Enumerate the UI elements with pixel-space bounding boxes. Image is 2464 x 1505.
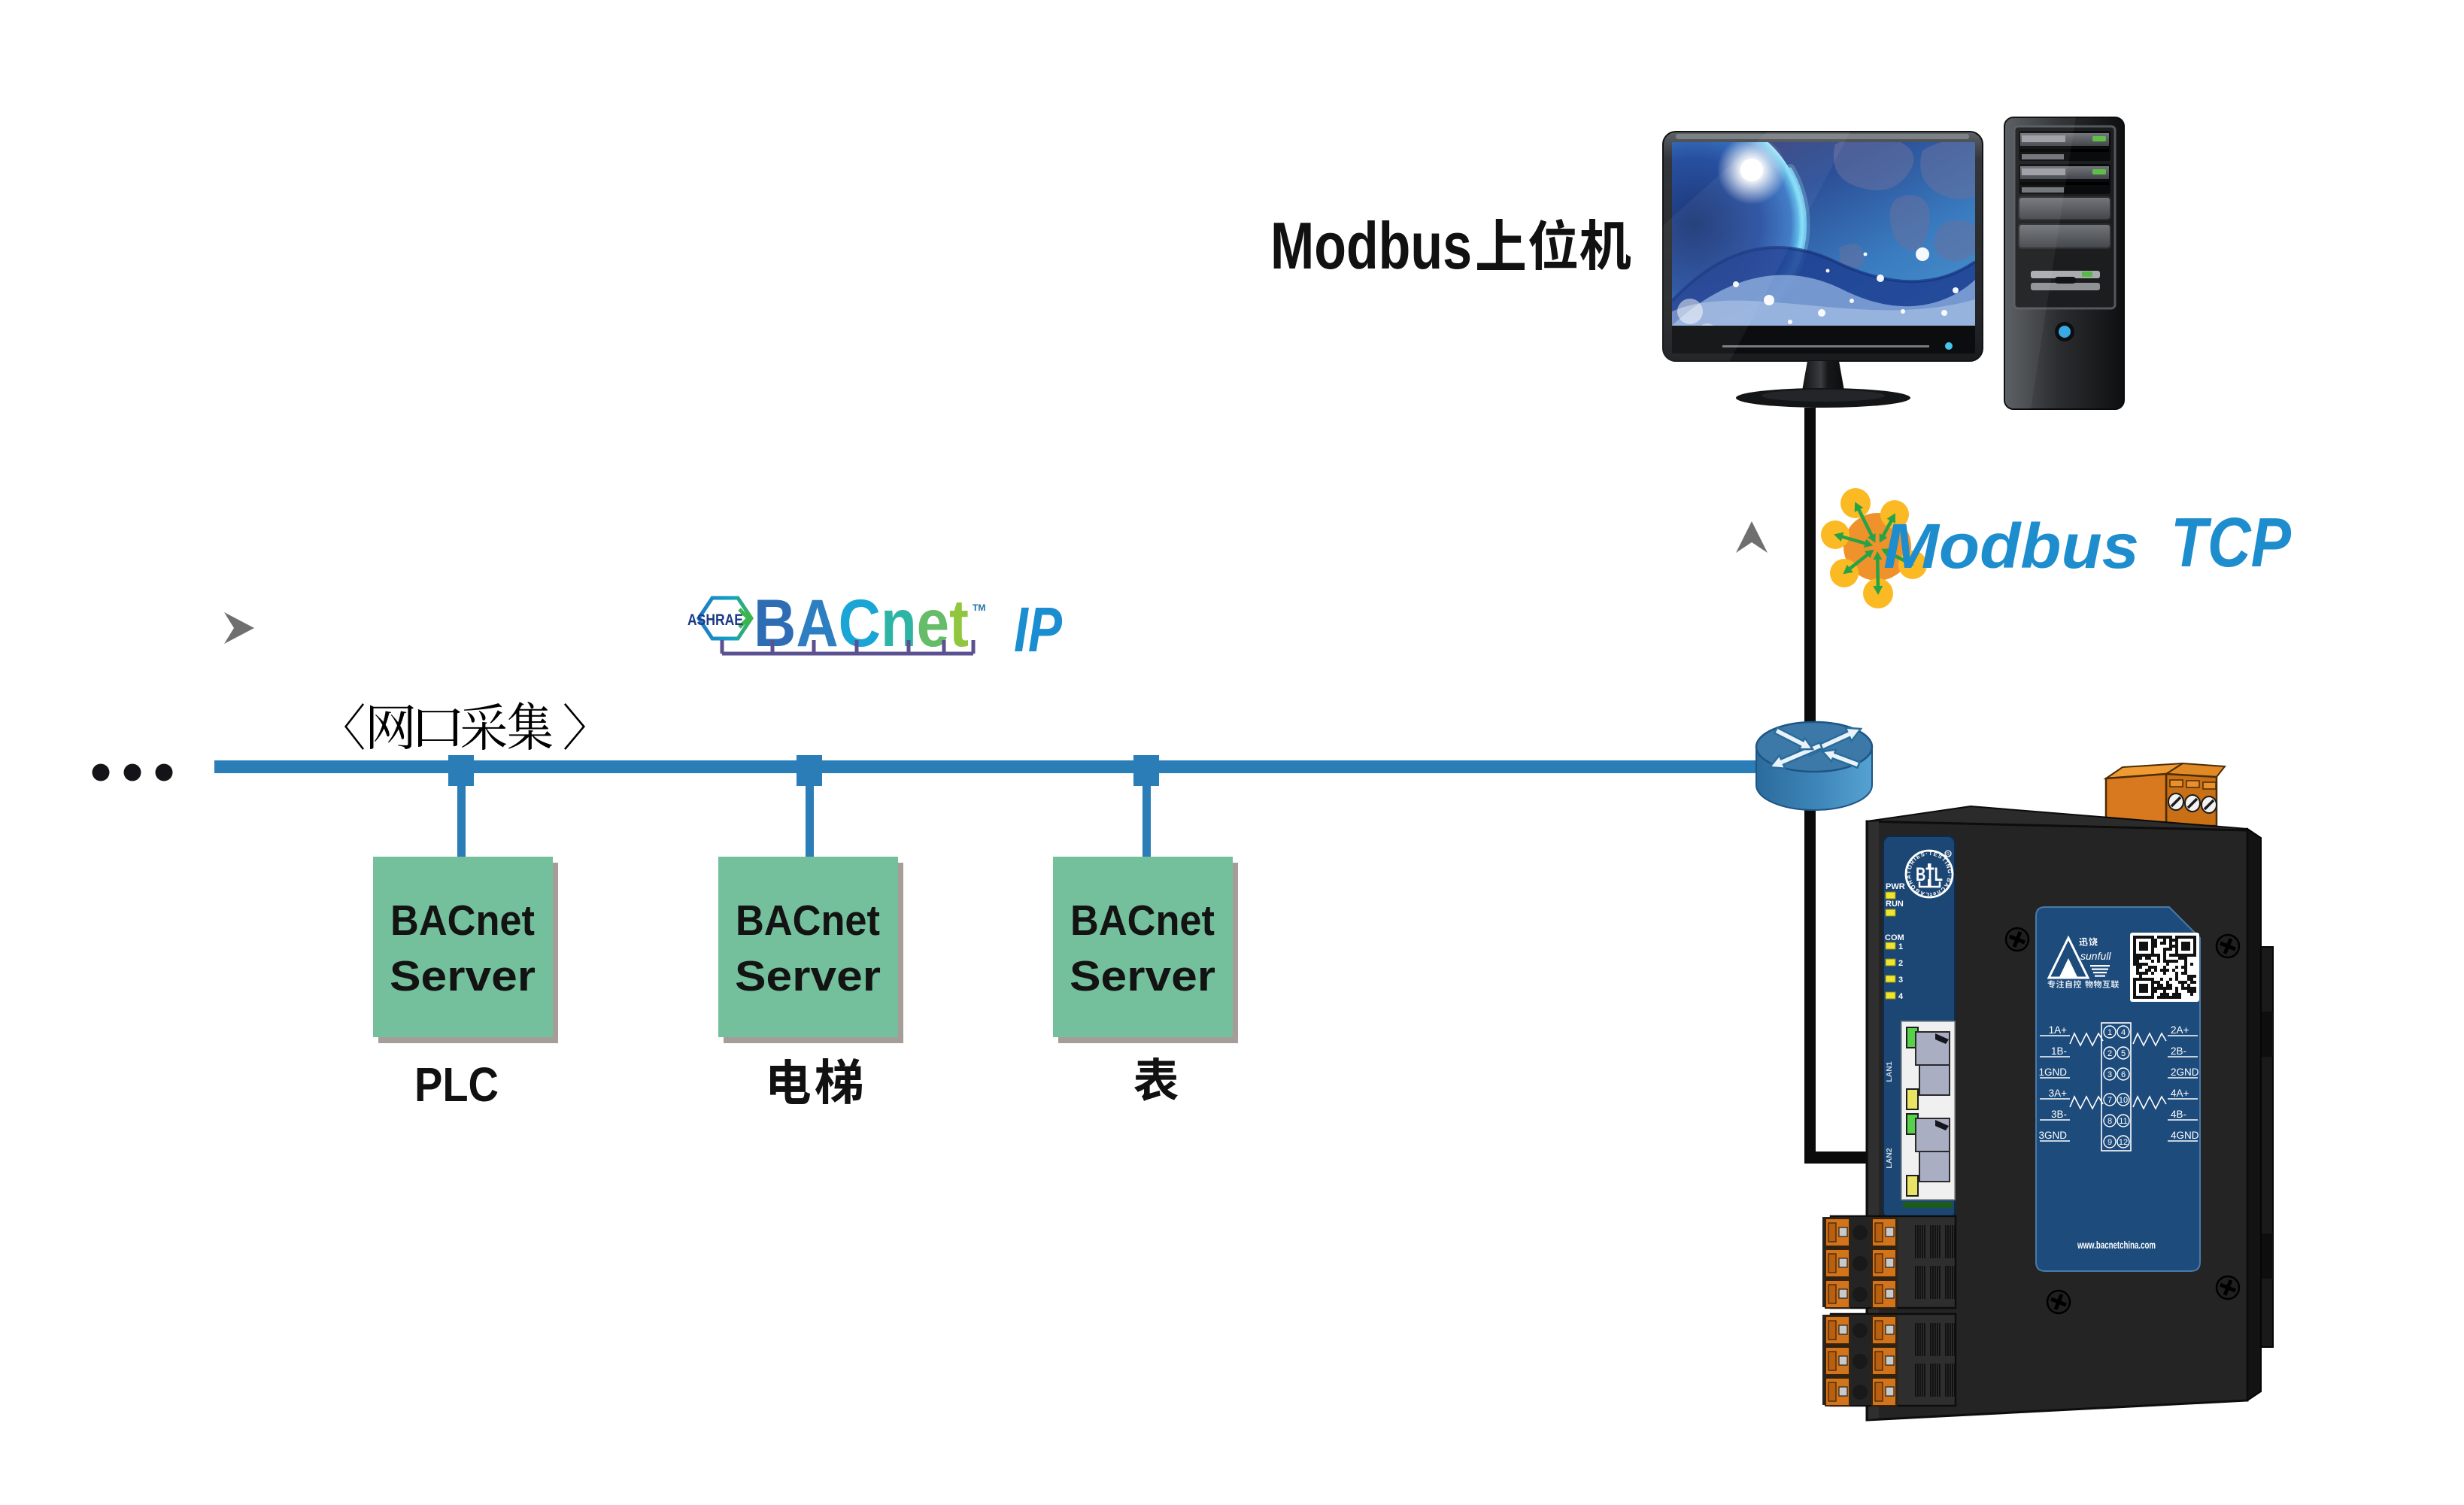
svg-text:2A+: 2A+ bbox=[2171, 1024, 2189, 1036]
svg-text:12: 12 bbox=[2119, 1138, 2128, 1147]
svg-text:1: 1 bbox=[1898, 942, 1903, 951]
svg-text:sunfull: sunfull bbox=[2080, 950, 2111, 962]
svg-text:4: 4 bbox=[2121, 1028, 2126, 1037]
svg-text:2: 2 bbox=[1898, 959, 1903, 968]
svg-text:ASHRAE: ASHRAE bbox=[687, 611, 743, 629]
svg-text:1GND: 1GND bbox=[2038, 1067, 2067, 1078]
svg-text:COM: COM bbox=[1885, 933, 1904, 942]
svg-text:3: 3 bbox=[2107, 1070, 2112, 1079]
svg-text:PLC: PLC bbox=[414, 1057, 499, 1112]
svg-text:PWR: PWR bbox=[1886, 882, 1905, 891]
svg-text:2GND: 2GND bbox=[2171, 1067, 2199, 1078]
svg-text:LAN2: LAN2 bbox=[1885, 1148, 1894, 1169]
svg-text:RUN: RUN bbox=[1886, 900, 1904, 909]
svg-text:4GND: 4GND bbox=[2171, 1130, 2199, 1141]
svg-text:3GND: 3GND bbox=[2038, 1130, 2067, 1141]
svg-text:6: 6 bbox=[2121, 1070, 2126, 1079]
svg-text:4B-: 4B- bbox=[2171, 1109, 2186, 1120]
svg-text:7: 7 bbox=[2107, 1096, 2112, 1105]
svg-text:TM: TM bbox=[973, 602, 985, 613]
svg-text:1: 1 bbox=[2107, 1028, 2112, 1037]
svg-text:10: 10 bbox=[2119, 1096, 2128, 1105]
svg-text:LAN1: LAN1 bbox=[1885, 1061, 1894, 1082]
svg-text:11: 11 bbox=[2119, 1117, 2127, 1126]
svg-text:BACnet: BACnet bbox=[754, 585, 969, 660]
svg-text:9: 9 bbox=[2107, 1138, 2112, 1147]
svg-text:1A+: 1A+ bbox=[2049, 1024, 2068, 1036]
svg-text:BACnet: BACnet bbox=[736, 897, 880, 945]
svg-text:Server: Server bbox=[390, 952, 536, 1000]
svg-text:2B-: 2B- bbox=[2171, 1045, 2186, 1057]
svg-text:TCP: TCP bbox=[2171, 503, 2292, 581]
svg-text:3A+: 3A+ bbox=[2049, 1088, 2068, 1099]
svg-text:BACnet: BACnet bbox=[390, 897, 535, 945]
svg-text:3: 3 bbox=[1898, 976, 1903, 985]
svg-text:4A+: 4A+ bbox=[2171, 1088, 2189, 1099]
svg-text:www.bacnetchina.com: www.bacnetchina.com bbox=[2077, 1239, 2156, 1251]
svg-text:Modbus: Modbus bbox=[1270, 208, 1472, 283]
svg-text:3B-: 3B- bbox=[2051, 1109, 2067, 1120]
svg-text:1B-: 1B- bbox=[2051, 1045, 2067, 1057]
svg-text:2: 2 bbox=[2107, 1049, 2112, 1058]
svg-text:8: 8 bbox=[2107, 1117, 2112, 1126]
svg-text:5: 5 bbox=[2121, 1049, 2126, 1058]
svg-text:R: R bbox=[1947, 853, 1950, 857]
svg-text:Modbus: Modbus bbox=[1883, 511, 2139, 581]
svg-text:BACnet: BACnet bbox=[1070, 897, 1215, 945]
svg-text:Server: Server bbox=[1070, 952, 1215, 1000]
svg-text:4: 4 bbox=[1898, 992, 1904, 1001]
svg-text:IP: IP bbox=[1014, 594, 1063, 665]
svg-text:Server: Server bbox=[735, 952, 881, 1000]
